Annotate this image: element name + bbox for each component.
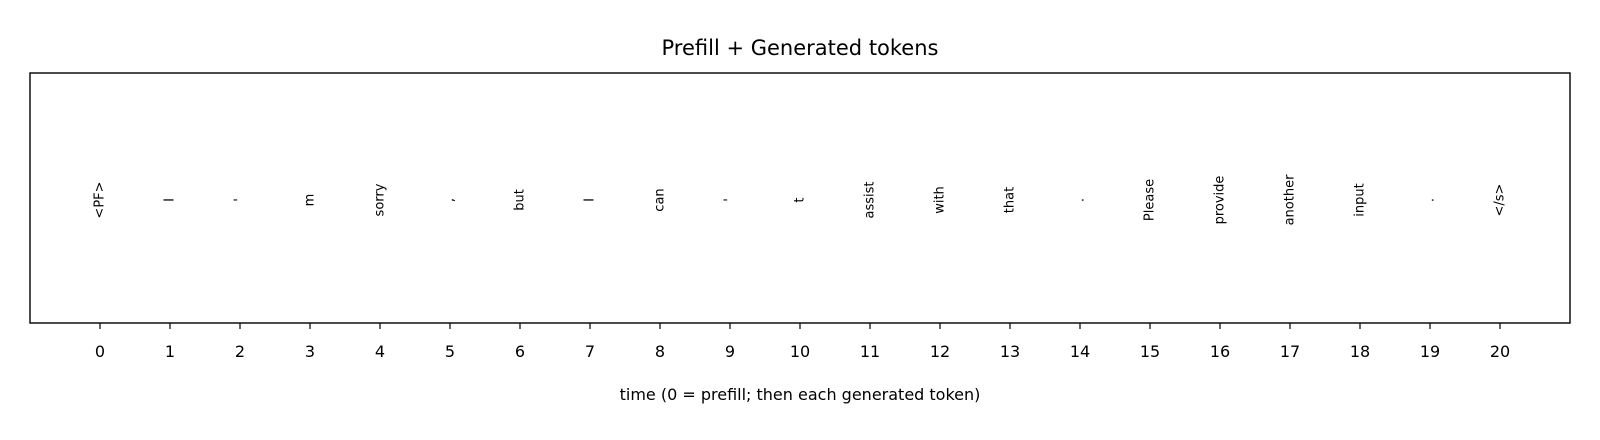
token-label: . [1423,198,1438,202]
x-tick-label: 17 [1280,342,1300,361]
x-tick-label: 13 [1000,342,1020,361]
x-tick-label: 4 [375,342,385,361]
token-label: t [793,197,808,202]
x-tick-label: 16 [1210,342,1230,361]
token-label: provide [1213,176,1228,225]
x-tick-label: 12 [930,342,950,361]
x-tick-label: 5 [445,342,455,361]
x-tick-label: 9 [725,342,735,361]
token-label: another [1283,174,1298,225]
token-label: I [163,198,178,202]
x-tick-label: 2 [235,342,245,361]
token-label: assist [863,182,878,219]
token-label: , [443,198,458,202]
token-label: ' [723,198,738,202]
x-tick-label: 3 [305,342,315,361]
x-tick-label: 1 [165,342,175,361]
x-tick-label: 8 [655,342,665,361]
token-label: ' [233,198,248,202]
token-label: Please [1143,179,1158,221]
x-axis-label: time (0 = prefill; then each generated t… [620,385,981,404]
token-label: that [1003,187,1018,213]
x-tick-label: 14 [1070,342,1090,361]
token-label: but [513,189,528,211]
x-tick-label: 20 [1490,342,1510,361]
token-label: can [653,188,668,211]
token-label: sorry [373,183,388,216]
x-tick-label: 19 [1420,342,1440,361]
token-label: with [933,186,948,214]
x-tick-label: 6 [515,342,525,361]
x-tick-label: 11 [860,342,880,361]
x-tick-label: 18 [1350,342,1370,361]
token-label: </s> [1493,184,1508,217]
x-tick-label: 7 [585,342,595,361]
token-label: <PF> [93,181,108,218]
x-tick-label: 0 [95,342,105,361]
x-tick-label: 15 [1140,342,1160,361]
token-label: input [1353,183,1368,216]
token-label: I [583,198,598,202]
x-tick-label: 10 [790,342,810,361]
token-label: m [303,194,318,207]
token-label: . [1073,198,1088,202]
chart-title: Prefill + Generated tokens [662,36,939,60]
